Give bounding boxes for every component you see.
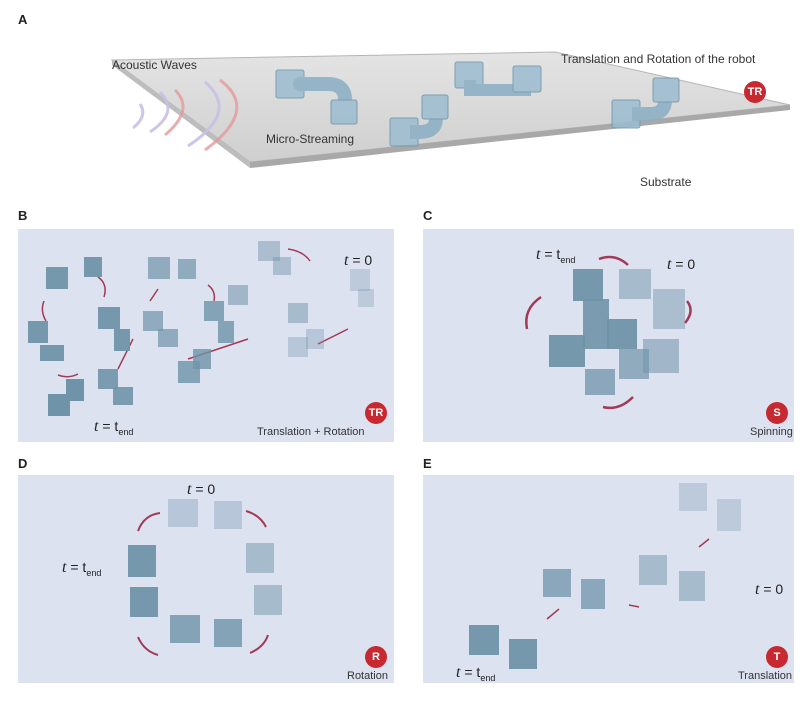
panel-e-robots bbox=[469, 483, 741, 669]
panel-e-t0: t = 0 bbox=[755, 581, 784, 598]
panel-c-label: C bbox=[423, 208, 433, 223]
panel-b-robot-shapes bbox=[28, 241, 374, 416]
panel-b-caption: Translation + Rotation bbox=[257, 426, 365, 438]
panel-a-title: Translation and Rotation of the robot bbox=[561, 52, 756, 66]
panel-c bbox=[423, 229, 794, 442]
substrate-label: Substrate bbox=[640, 175, 692, 189]
panel-e-label: E bbox=[423, 456, 432, 471]
panel-e bbox=[423, 475, 794, 683]
panel-b-robots bbox=[28, 241, 374, 416]
panel-d-robot-shapes bbox=[128, 499, 282, 647]
robot-a4 bbox=[611, 77, 680, 129]
panel-e-caption: Translation bbox=[738, 670, 793, 682]
panel-e-robot-shapes bbox=[469, 483, 741, 669]
panel-d-caption: Rotation bbox=[347, 670, 388, 682]
robot-a3 bbox=[389, 94, 449, 147]
panel-b-badge: TR bbox=[365, 402, 387, 424]
panel-a-badge: TR bbox=[744, 81, 766, 103]
panel-d-badge: R bbox=[365, 646, 387, 668]
panel-b-tend: t = tend bbox=[94, 418, 134, 437]
panel-c-t0: t = 0 bbox=[667, 256, 696, 273]
robot-a2 bbox=[454, 61, 542, 96]
panel-b-label: B bbox=[18, 208, 28, 223]
panel-d bbox=[18, 475, 394, 683]
robot-a1 bbox=[275, 69, 358, 125]
panel-b-t0: t = 0 bbox=[344, 252, 373, 269]
panel-c-robot-shapes bbox=[549, 269, 685, 395]
panel-c-caption: Spinning bbox=[750, 426, 793, 438]
panel-a-label: A bbox=[18, 12, 28, 27]
panel-c-arrows bbox=[525, 255, 692, 410]
panel-d-tend: t = tend bbox=[62, 559, 102, 578]
panel-c-tend: t = tend bbox=[536, 246, 576, 265]
panel-d-t0: t = 0 bbox=[187, 481, 216, 498]
panel-e-badge: T bbox=[766, 646, 788, 668]
panel-e-tend: t = tend bbox=[456, 664, 496, 683]
substrate-edge bbox=[250, 105, 790, 168]
panel-d-arrows bbox=[137, 510, 269, 656]
panel-d-robots bbox=[128, 499, 282, 656]
panel-b bbox=[18, 229, 394, 442]
panel-c-robots bbox=[525, 255, 692, 410]
panel-c-badge: S bbox=[766, 402, 788, 424]
panel-d-label: D bbox=[18, 456, 28, 471]
micro-streaming-label: Micro-Streaming bbox=[266, 132, 355, 146]
acoustic-waves bbox=[132, 78, 239, 152]
panel-e-arrows bbox=[546, 538, 710, 620]
acoustic-waves-label: Acoustic Waves bbox=[112, 58, 197, 72]
